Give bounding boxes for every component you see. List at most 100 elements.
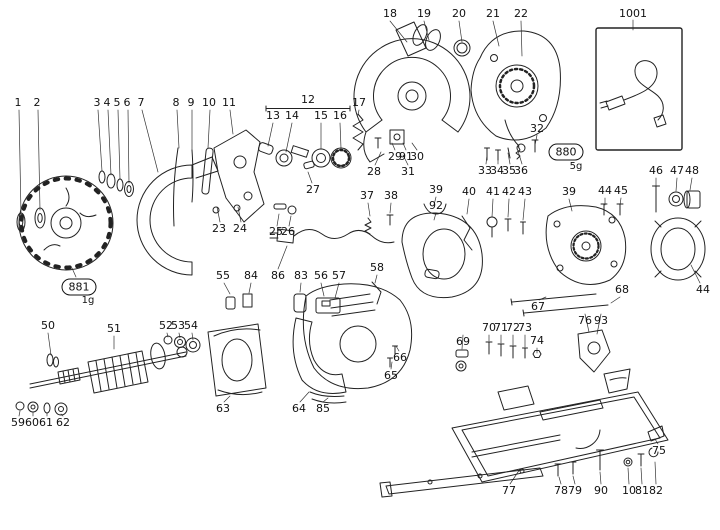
stator-drawing [207, 317, 347, 397]
part-callout-33: 33 [478, 164, 492, 177]
part-callout-54: 54 [184, 319, 198, 332]
part-callout-43: 43 [518, 185, 532, 198]
part-callout-36: 36 [514, 164, 528, 177]
part-callout-3: 3 [93, 96, 101, 109]
upper-guard-drawing [353, 21, 471, 163]
housing-cover-drawing [470, 30, 561, 161]
part-callout-51: 51 [107, 322, 121, 335]
part-callout-29: 29 [388, 150, 402, 163]
part-callout-61: 61 [39, 416, 53, 429]
part-callout-5: 5 [113, 96, 121, 109]
part-callout-72: 72 [506, 321, 520, 334]
grease-badge-880: 880 [548, 143, 584, 161]
part-callout-63: 63 [216, 402, 230, 415]
part-callout-14: 14 [285, 109, 299, 122]
accessory-inset-drawing [595, 27, 683, 151]
part-callout-21: 21 [486, 7, 500, 20]
part-callout-10-bottom: 10 [622, 484, 636, 497]
part-callout-71: 71 [494, 321, 508, 334]
part-callout-44-right: 44 [696, 283, 710, 296]
part-callout-18: 18 [383, 7, 397, 20]
part-callout-62: 62 [56, 416, 70, 429]
part-callout-77: 77 [502, 484, 516, 497]
part-callout-32: 32 [530, 122, 544, 135]
part-callout-58: 58 [370, 261, 384, 274]
part-callout-84: 84 [244, 269, 258, 282]
part-callout-41: 41 [486, 185, 500, 198]
part-callout-76: 76 [578, 314, 592, 327]
lower-guard-drawing [136, 129, 297, 276]
part-callout-12: 12 [301, 93, 315, 106]
part-callout-38: 38 [384, 189, 398, 202]
part-callout-91: 91 [399, 150, 413, 163]
part-callout-39: 39 [429, 183, 443, 196]
part-callout-86: 86 [271, 269, 285, 282]
part-callout-92: 92 [429, 199, 443, 212]
armature-drawing [29, 335, 201, 394]
part-callout-64: 64 [292, 402, 306, 415]
part-callout-68: 68 [615, 283, 629, 296]
part-callout-70: 70 [482, 321, 496, 334]
part-callout-27: 27 [306, 183, 320, 196]
part-callout-15: 15 [314, 109, 328, 122]
part-callout-6: 6 [123, 96, 131, 109]
grease-qty-5g: 5g [569, 161, 583, 172]
part-callout-39-gearcase: 39 [562, 185, 576, 198]
part-callout-60: 60 [25, 416, 39, 429]
part-callout-10: 10 [202, 96, 216, 109]
part-callout-9: 9 [187, 96, 195, 109]
part-callout-25: 25 [269, 225, 283, 238]
part-callout-81: 81 [635, 484, 649, 497]
part-callout-45: 45 [614, 184, 628, 197]
part-callout-48: 48 [685, 164, 699, 177]
part-callout-34: 34 [490, 164, 504, 177]
part-callout-74: 74 [530, 334, 544, 347]
part-callout-7: 7 [137, 96, 145, 109]
part-callout-16: 16 [333, 109, 347, 122]
saw-blade-drawing [16, 175, 114, 271]
guide-bar-drawing [379, 467, 544, 498]
part-callout-35: 35 [502, 164, 516, 177]
part-callout-47: 47 [670, 164, 684, 177]
bottom-fasteners-drawing [554, 447, 659, 477]
part-callout-59: 59 [11, 416, 25, 429]
part-callout-37: 37 [360, 189, 374, 202]
part-callout-1001-inset: 1001 [619, 7, 647, 20]
small-washers-drawing [15, 401, 68, 416]
gear-case-drawing [510, 185, 706, 373]
part-callout-2: 2 [33, 96, 41, 109]
part-callout-93: 93 [594, 314, 608, 327]
base-plate-drawing [451, 368, 669, 483]
grease-badge-881: 881 [61, 278, 97, 296]
part-callout-17: 17 [352, 96, 366, 109]
part-callout-11: 11 [222, 96, 236, 109]
part-callout-19: 19 [417, 7, 431, 20]
part-callout-69: 69 [456, 335, 470, 348]
part-callout-23: 23 [212, 222, 226, 235]
part-callout-55: 55 [216, 269, 230, 282]
part-callout-24: 24 [233, 222, 247, 235]
spindle-parts-drawing [258, 105, 364, 170]
part-callout-83: 83 [294, 269, 308, 282]
part-callout-31: 31 [401, 165, 415, 178]
part-callout-50: 50 [41, 319, 55, 332]
part-callout-42: 42 [502, 185, 516, 198]
part-callout-75: 75 [652, 444, 666, 457]
part-callout-57: 57 [332, 269, 346, 282]
part-callout-52: 52 [159, 319, 173, 332]
motor-housing-drawing [225, 283, 413, 404]
power-cord-drawing [269, 228, 395, 244]
part-callout-67: 67 [531, 300, 545, 313]
part-callout-79: 79 [568, 484, 582, 497]
part-callout-78: 78 [554, 484, 568, 497]
handle-drawing [364, 203, 526, 305]
grease-qty-1g: 1g [81, 295, 95, 306]
part-callout-85: 85 [316, 402, 330, 415]
part-callout-66: 66 [393, 351, 407, 364]
part-callout-56: 56 [314, 269, 328, 282]
part-callout-46: 46 [649, 164, 663, 177]
fasteners-drawing [455, 341, 542, 372]
part-callout-13: 13 [266, 109, 280, 122]
